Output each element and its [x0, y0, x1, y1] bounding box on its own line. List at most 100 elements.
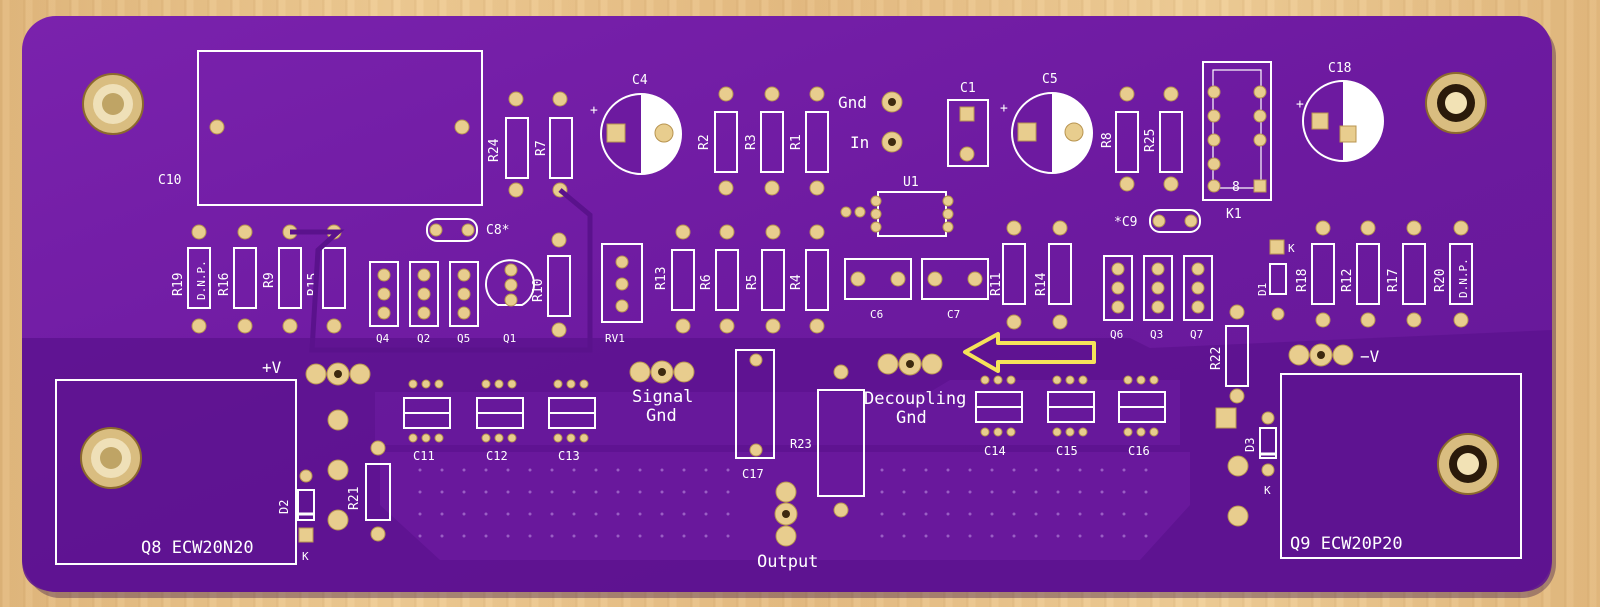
r3-label: R3 [744, 134, 759, 150]
via [1056, 512, 1060, 516]
via [572, 468, 576, 472]
c1-label: C1 [960, 81, 976, 96]
via [1144, 512, 1148, 516]
c7-capacitor [921, 258, 989, 300]
c1-pad [959, 146, 975, 162]
d3-label: D3 [1243, 438, 1257, 452]
c13-label: C13 [558, 449, 580, 463]
c12-capacitor [476, 379, 524, 443]
via [484, 512, 488, 516]
via [704, 512, 708, 516]
c17-label: C17 [742, 467, 764, 481]
via [1100, 468, 1104, 472]
c14-capacitor [975, 375, 1023, 437]
via [880, 468, 884, 472]
via [572, 534, 576, 538]
c1-pad [959, 106, 975, 122]
via [660, 490, 664, 494]
r21-resistor [365, 440, 391, 542]
via [902, 490, 906, 494]
c10-pad [454, 119, 470, 135]
r9-label: R9 [262, 272, 277, 288]
via [660, 534, 664, 538]
via [550, 468, 554, 472]
via [1100, 534, 1104, 538]
via [594, 512, 598, 516]
c16-label: C16 [1128, 444, 1150, 458]
via [1056, 534, 1060, 538]
plus-v-pads [305, 362, 371, 386]
d3-diode [1259, 411, 1277, 477]
r10-resistor [547, 232, 571, 338]
mounting-hole-top-right [1425, 72, 1487, 134]
r5-label: R5 [745, 274, 760, 290]
r24-pad [508, 91, 524, 107]
output-label: Output [757, 552, 818, 572]
via [1144, 490, 1148, 494]
r25-label: R25 [1143, 129, 1158, 152]
c10-outline [197, 50, 483, 206]
r24-label: R24 [487, 138, 502, 162]
r20-label: R20 [1433, 269, 1448, 292]
arrow-left-icon [963, 332, 1096, 373]
r14-resistor [1048, 220, 1072, 330]
via [462, 468, 466, 472]
via [660, 468, 664, 472]
via [638, 534, 642, 538]
via [1078, 468, 1082, 472]
via [418, 490, 422, 494]
u1-pads [840, 195, 954, 233]
via [616, 534, 620, 538]
r2-label: R2 [697, 134, 712, 150]
c6-label: C6 [870, 308, 883, 321]
output-pads [774, 481, 798, 547]
q5-transistor [449, 261, 479, 327]
c17-capacitor [735, 349, 775, 459]
r1-label: R1 [789, 134, 804, 150]
in-label: In [850, 133, 869, 152]
q8-pads [327, 409, 349, 531]
via [440, 512, 444, 516]
c4-capacitor: + [590, 93, 682, 175]
via [682, 468, 686, 472]
r17-label: R17 [1386, 269, 1401, 292]
via [1012, 534, 1016, 538]
gnd-label: Gnd [838, 93, 867, 112]
via [638, 490, 642, 494]
via [924, 468, 928, 472]
via [1034, 490, 1038, 494]
via [1122, 534, 1126, 538]
q9-pads [1215, 407, 1249, 527]
r11-label: R11 [989, 273, 1004, 296]
signal-gnd-pads [629, 360, 695, 384]
via [924, 534, 928, 538]
q2-transistor [409, 261, 439, 327]
q1-label: Q1 [503, 332, 516, 345]
q4-transistor [369, 261, 399, 327]
via [440, 534, 444, 538]
via [1122, 512, 1126, 516]
decoupling-gnd-label: Gnd [896, 408, 927, 428]
via [1078, 490, 1082, 494]
r23-resistor [817, 364, 865, 518]
r23-label: R23 [790, 437, 812, 451]
c8-label: C8* [486, 223, 509, 238]
via [484, 534, 488, 538]
via [528, 490, 532, 494]
via [990, 490, 994, 494]
svg-text:+: + [590, 103, 598, 118]
r24-pad [508, 182, 524, 198]
via [660, 512, 664, 516]
via [946, 468, 950, 472]
r22-resistor [1225, 304, 1249, 404]
plus-v-label: +V [262, 358, 282, 377]
via [1034, 534, 1038, 538]
rv1-trimmer [601, 243, 643, 323]
c5-label: C5 [1042, 72, 1058, 87]
q2-label: Q2 [417, 332, 430, 345]
k1-inner [1212, 69, 1262, 189]
via [572, 512, 576, 516]
d1-k-label: K [1288, 242, 1295, 255]
r5-resistor [761, 224, 785, 334]
